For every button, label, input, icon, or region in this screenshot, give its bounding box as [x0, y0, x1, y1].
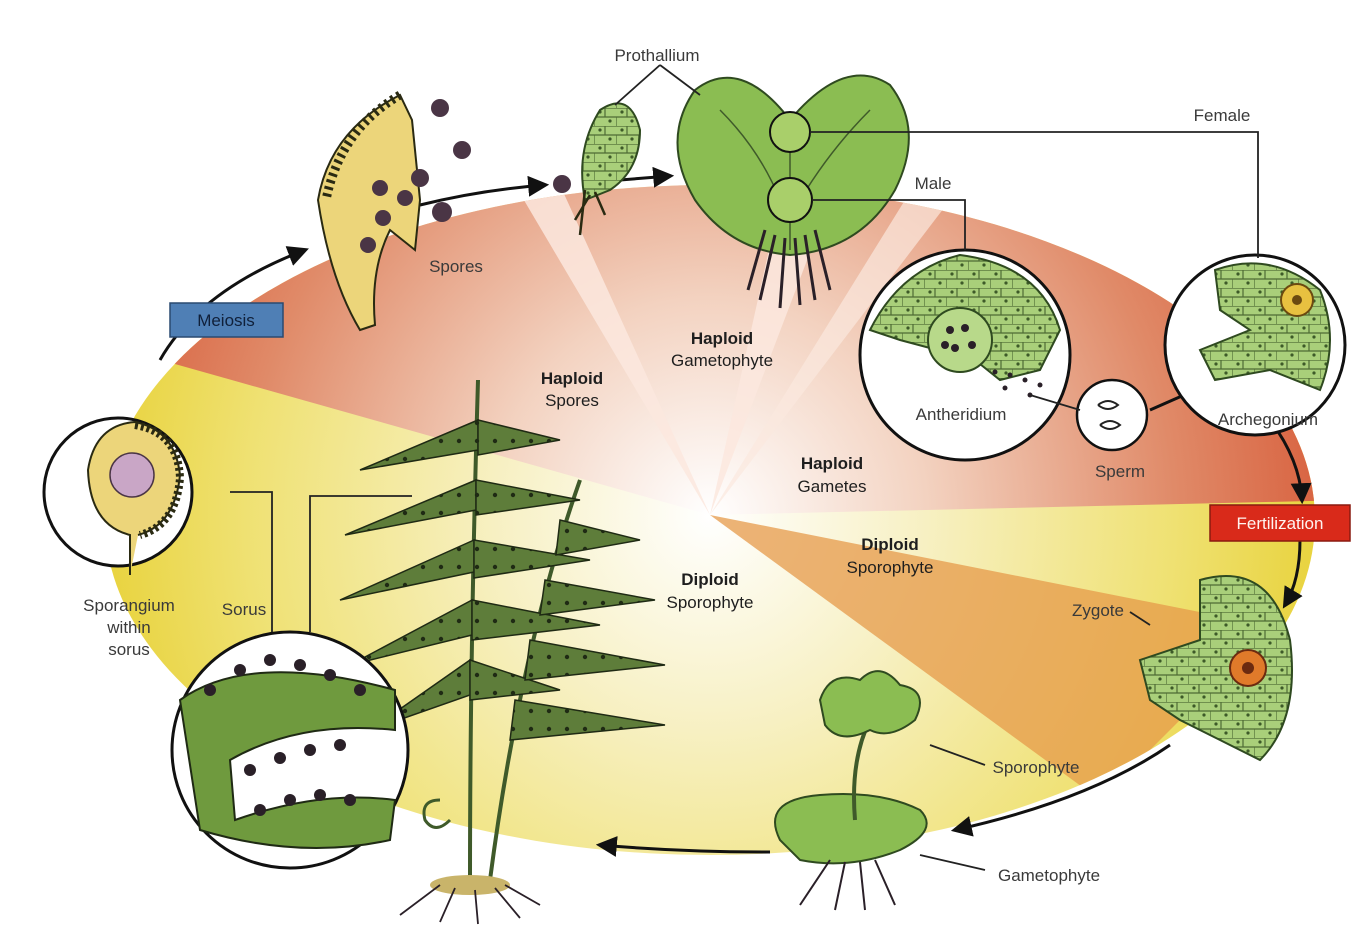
prothallium-label: Prothallium	[614, 46, 699, 65]
sporophyte-label: Sporophyte	[993, 758, 1080, 777]
sporangium-label-line2: within	[106, 618, 150, 637]
fertilization-stage-box: Fertilization	[1210, 505, 1350, 541]
archegonium-label: Archegonium	[1218, 410, 1318, 429]
zygote-label: Zygote	[1072, 601, 1124, 620]
diploid-sporophyte-center-subtitle: Sporophyte	[667, 593, 754, 612]
antheridium-label: Antheridium	[916, 405, 1007, 424]
haploid-spores-title: Haploid	[541, 369, 603, 388]
sporangium-label-line1: Sporangium	[83, 596, 175, 615]
haploid-gametes-title: Haploid	[801, 454, 863, 473]
archegonium-detail	[1165, 255, 1345, 435]
diploid-sporophyte-center-title: Diploid	[681, 570, 739, 589]
gametophyte-label: Gametophyte	[998, 866, 1100, 885]
sperm-label: Sperm	[1095, 462, 1145, 481]
haploid-gametes-subtitle: Gametes	[798, 477, 867, 496]
diploid-sporophyte-right-subtitle: Sporophyte	[847, 558, 934, 577]
antheridium-detail	[860, 250, 1070, 460]
sorus-label: Sorus	[222, 600, 266, 619]
spores-label: Spores	[429, 257, 483, 276]
diploid-sporophyte-right-title: Diploid	[861, 535, 919, 554]
haploid-spores-subtitle: Spores	[545, 391, 599, 410]
sperm-detail	[1077, 380, 1147, 450]
female-label: Female	[1194, 106, 1251, 125]
arrow-to-gametophyte	[620, 176, 670, 180]
haploid-gametophyte-title: Haploid	[691, 329, 753, 348]
meiosis-stage-box: Meiosis	[170, 303, 283, 337]
male-label: Male	[915, 174, 952, 193]
fertilization-label: Fertilization	[1237, 514, 1324, 533]
sporangium-label-line3: sorus	[108, 640, 150, 659]
haploid-gametophyte-subtitle: Gametophyte	[671, 351, 773, 370]
sorus-detail	[172, 632, 408, 868]
meiosis-label: Meiosis	[197, 311, 255, 330]
